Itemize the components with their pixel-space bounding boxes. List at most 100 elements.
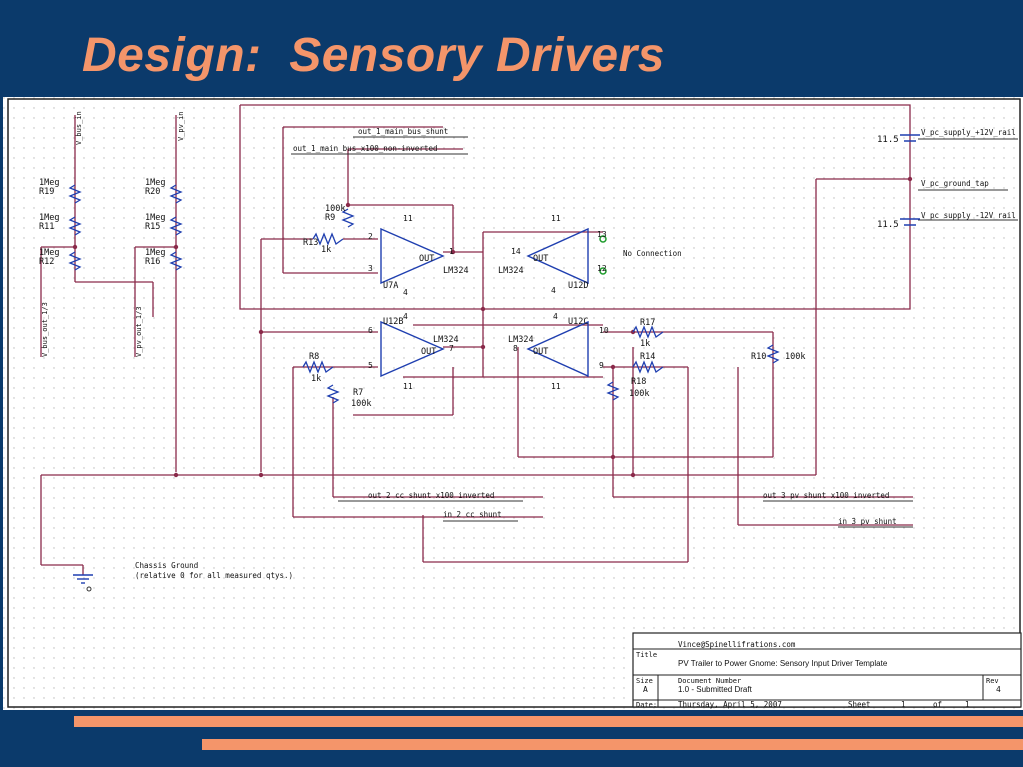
- title-block-date-label: Date:: [636, 701, 657, 709]
- title-block-size: A: [643, 685, 648, 694]
- net-label-cc-shunt-in: in 2 cc shunt: [443, 510, 502, 519]
- wires: [40, 104, 913, 575]
- pin-c-in-neg: 10: [599, 326, 609, 335]
- net-label-pv-shunt-x100: out 3 pv shunt x100 inverted: [763, 491, 889, 500]
- opamp-d-part: LM324: [498, 266, 524, 276]
- r19-ref: R19: [39, 187, 54, 197]
- r9-ref: R9: [325, 213, 335, 223]
- resistor-symbols: [68, 184, 780, 404]
- r15-ref: R15: [145, 222, 160, 232]
- r18-value: 100k: [629, 389, 649, 399]
- r16-ref: R16: [145, 257, 160, 267]
- title-block-date: Thursday, April 5, 2007: [678, 700, 782, 709]
- pin-b-in-pos: 5: [368, 361, 373, 370]
- r12-value: 1Meg: [39, 248, 59, 258]
- r8-ref: R8: [309, 352, 319, 362]
- opamp-b-ref: U12B: [383, 317, 403, 327]
- title-block-sheets: 1: [965, 700, 970, 709]
- title-block-title: PV Trailer to Power Gnome: Sensory Input…: [678, 659, 888, 668]
- chassis-ground-note: (relative 0 for all measured qtys.): [135, 571, 293, 580]
- opamp-a-part: LM324: [443, 266, 469, 276]
- schematic-sheet: 11.5 11.5 V_bus_in V_pv_in V_bus_out_1/3…: [3, 97, 1023, 710]
- r20-ref: R20: [145, 187, 160, 197]
- r12-ref: R12: [39, 257, 54, 267]
- slide-title: Design: Sensory Drivers: [82, 29, 665, 82]
- title-block: Vince@Spinellifrations.com Title PV Trai…: [632, 632, 1022, 709]
- r7-ref: R7: [353, 388, 363, 398]
- opamp-symbols: [380, 227, 589, 378]
- net-label-v-bus-out: V_bus_out_1/3: [41, 302, 49, 357]
- opamp-b-out: OUT: [421, 347, 436, 357]
- r11-ref: R11: [39, 222, 54, 232]
- schematic-diagram: 11.5 11.5 V_bus_in V_pv_in V_bus_out_1/3…: [3, 97, 1023, 710]
- pin-d-vcc: 11: [551, 214, 561, 223]
- battery-symbols: [900, 134, 920, 226]
- net-label-main-bus-shunt: out_1_main_bus_shunt: [358, 127, 448, 136]
- net-label-v-pv-out: V_pv_out_1/3: [135, 306, 143, 357]
- r9-value: 100k: [325, 204, 345, 214]
- net-label-no-connection: No Connection: [623, 249, 682, 258]
- title-block-author: Vince@Spinellifrations.com: [678, 640, 796, 649]
- net-label-neg-supply: V_pc_supply_-12V_rail: [921, 211, 1016, 220]
- opamp-b-part: LM324: [433, 335, 459, 345]
- pin-c-vee: 11: [551, 382, 561, 391]
- pin-a-in-neg: 2: [368, 232, 373, 241]
- r14-ref: R14: [640, 352, 655, 362]
- title-block-sheet-label: Sheet: [848, 700, 871, 709]
- r7-value: 100k: [351, 399, 371, 409]
- r10-ref: R10: [751, 352, 766, 362]
- pin-b-in-neg: 6: [368, 326, 373, 335]
- opamp-a-ref: U7A: [383, 281, 398, 291]
- title-block-docnum-label: Document Number: [678, 677, 741, 685]
- battery-1-value: 11.5: [877, 135, 899, 145]
- pin-a-out: 1: [449, 247, 454, 256]
- pin-a-vcc: 11: [403, 214, 413, 223]
- opamp-d-out: OUT: [533, 254, 548, 264]
- net-label-v-pv-in: V_pv_in: [177, 111, 185, 141]
- net-label-v-bus-in: V_bus_in: [75, 111, 83, 145]
- accent-bar-bottom: [202, 739, 1023, 750]
- r13-value: 1k: [321, 245, 331, 255]
- pin-d-in2: 13: [597, 230, 607, 239]
- r20-value: 1Meg: [145, 178, 165, 188]
- pin-d-out: 14: [511, 247, 521, 256]
- r13-ref: R13: [303, 238, 318, 248]
- r19-value: 1Meg: [39, 178, 59, 188]
- opamp-a-out: OUT: [419, 254, 434, 264]
- r11-value: 1Meg: [39, 213, 59, 223]
- pin-d-vee: 4: [551, 286, 556, 295]
- title-block-title-label: Title: [636, 651, 657, 659]
- battery-2-value: 11.5: [877, 220, 899, 230]
- opamp-c-out: OUT: [533, 347, 548, 357]
- r8-value: 1k: [311, 374, 321, 384]
- title-block-sheet: 1: [901, 700, 906, 709]
- r15-value: 1Meg: [145, 213, 165, 223]
- r17-value: 1k: [640, 339, 650, 349]
- pin-c-vcc: 4: [553, 312, 558, 321]
- pin-b-vcc: 4: [403, 312, 408, 321]
- pin-a-vee: 4: [403, 288, 408, 297]
- pin-c-out: 8: [513, 344, 518, 353]
- net-label-pv-shunt-in: in 3 pv shunt: [838, 517, 897, 526]
- chassis-ground-label: Chassis Ground: [135, 561, 198, 570]
- accent-bar-top: [74, 716, 1023, 727]
- pin-c-in-pos: 9: [599, 361, 604, 370]
- net-label-cc-shunt-x100: out 2 cc shunt x100 inverted: [368, 491, 494, 500]
- r18-ref: R18: [631, 377, 646, 387]
- title-block-size-label: Size: [636, 677, 653, 685]
- title-block-rev-label: Rev: [986, 677, 999, 685]
- title-block-rev: 4: [996, 685, 1001, 694]
- pin-b-out: 7: [449, 344, 454, 353]
- r10-value: 100k: [785, 352, 805, 362]
- title-block-of-label: of: [933, 700, 942, 709]
- opamp-c-part: LM324: [508, 335, 534, 345]
- r17-ref: R17: [640, 318, 655, 328]
- net-label-main-bus-x100: out_1_main_bus_x100_non-inverted: [293, 144, 438, 153]
- pin-d-in: 12: [597, 264, 607, 273]
- net-label-ground-tap: V_pc_ground_tap: [921, 179, 989, 188]
- r16-value: 1Meg: [145, 248, 165, 258]
- ground-symbol: [73, 574, 93, 584]
- opamp-c-ref: U12C: [568, 317, 588, 327]
- title-block-docnum: 1.0 - Submitted Draft: [678, 685, 753, 694]
- net-label-pos-supply: V_pc_supply_+12V_rail: [921, 128, 1016, 137]
